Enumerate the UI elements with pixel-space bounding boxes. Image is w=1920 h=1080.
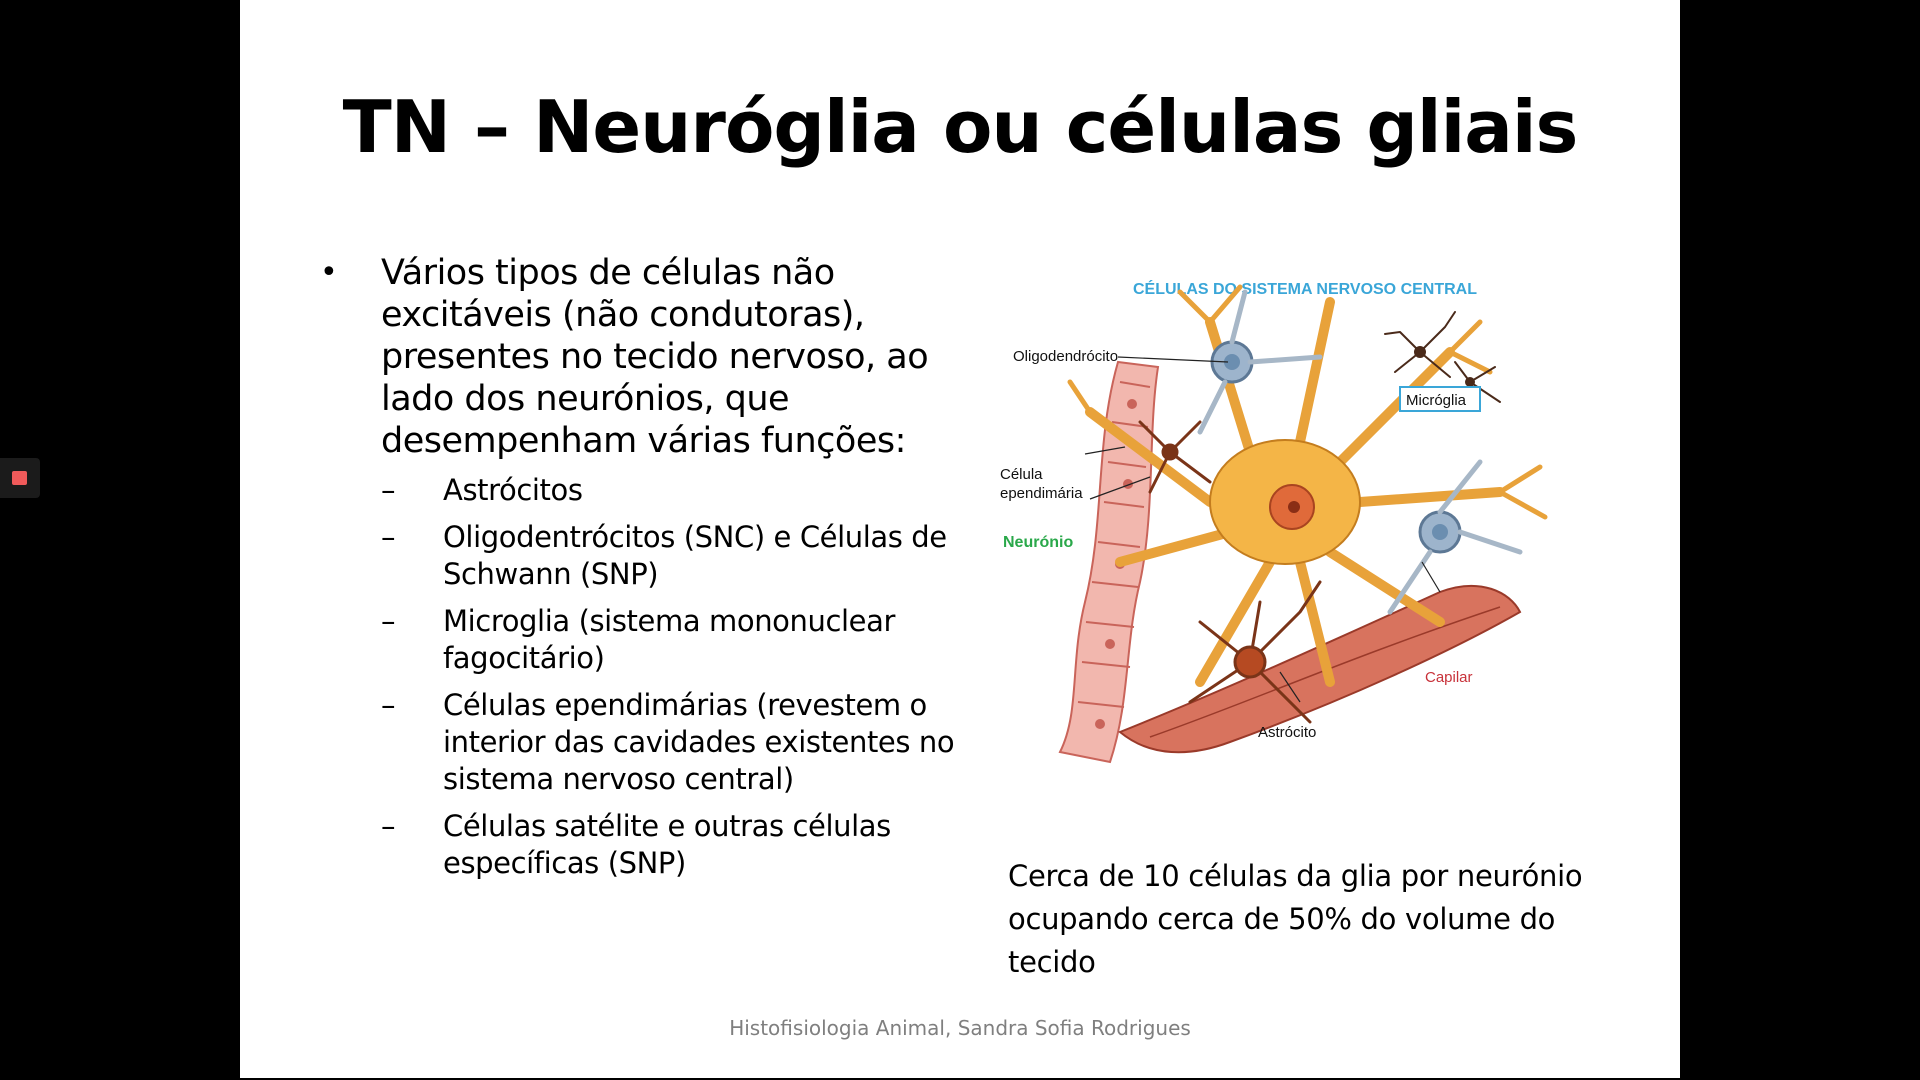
sub-bullet-item: – Oligodentrócitos (SNC) e Células de Sch… (381, 519, 980, 593)
sub-bullet-text: Astrócitos (443, 473, 583, 507)
recording-indicator-icon (12, 471, 27, 485)
label-oligodendrocito: Oligodendrócito (1013, 348, 1118, 365)
bullet-text: Vários tipos de células não excitáveis (… (381, 253, 929, 461)
label-celula-ependimaria-1: Célula (1000, 466, 1043, 483)
sub-bullet-item: – Astrócitos (381, 472, 980, 509)
sub-bullet-text: Células satélite e outras células especí… (443, 809, 891, 880)
label-astrocito: Astrócito (1258, 724, 1316, 741)
label-microglia: Micróglia (1406, 392, 1467, 409)
sub-bullet-text: Microglia (sistema mononuclear fagocitár… (443, 604, 896, 675)
sub-bullet-dash: – (381, 520, 396, 554)
sub-bullet-item: – Microglia (sistema mononuclear fagocitá… (381, 603, 980, 677)
figure-leader-lines (1084, 356, 1441, 703)
bullet-list: • Vários tipos de células não excitáveis… (320, 252, 980, 892)
presenter-indicator[interactable] (0, 458, 40, 498)
sub-bullet-item: – Células satélite e outras células espec… (381, 808, 980, 882)
neuron-drawing (1067, 284, 1548, 687)
label-neuronio: Neurónio (1003, 534, 1073, 551)
sub-bullet-text: Células ependimárias (revestem o interio… (443, 688, 955, 796)
ependymal-layer-drawing (1058, 360, 1160, 764)
slide: TN – Neuróglia ou células gliais • Vário… (240, 0, 1680, 1078)
figure-caption: Cerca de 10 células da glia por neurónio… (1008, 859, 1583, 979)
astrocyte-drawing (1138, 420, 1322, 724)
sub-bullet-dash: – (381, 604, 396, 638)
figure-title: CÉLULAS DO SISTEMA NERVOSO CENTRAL (1133, 279, 1477, 298)
sub-bullet-text: Oligodentrócitos (SNC) e Células de Schw… (443, 520, 947, 591)
oligodendrocyte-drawing (1197, 289, 1523, 615)
cns-cells-illustration: CÉLULAS DO SISTEMA NERVOSO CENTRAL (1000, 279, 1548, 764)
sub-bullet-list: – Astrócitos – Oligodentrócitos (SNC) e Cé… (381, 472, 980, 882)
slide-title: TN – Neuróglia ou células gliais (342, 85, 1579, 169)
capillary-drawing (1118, 584, 1522, 754)
bullet-item: • Vários tipos de células não excitáveis… (320, 252, 980, 882)
sub-bullet-item: – Células ependimárias (revestem o interi… (381, 687, 980, 798)
sub-bullet-dash: – (381, 473, 396, 507)
bullet-mark: • (320, 255, 338, 290)
microglia-drawing (1384, 311, 1501, 408)
label-microglia-box (1399, 386, 1481, 412)
sub-bullet-dash: – (381, 688, 396, 722)
sub-bullet-dash: – (381, 809, 396, 843)
slide-footer: Histofisiologia Animal, Sandra Sofia Rod… (729, 1016, 1191, 1040)
label-capilar: Capilar (1425, 669, 1473, 686)
label-celula-ependimaria-2: ependimária (1000, 485, 1083, 502)
